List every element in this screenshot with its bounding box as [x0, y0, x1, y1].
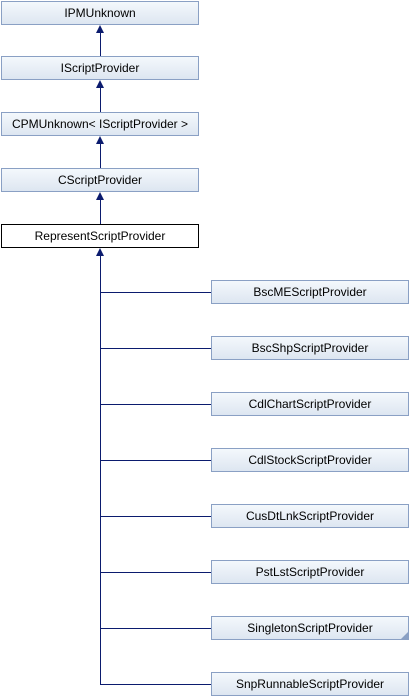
node-label: CusDtLnkScriptProvider [245, 509, 375, 523]
node-label: BscMEScriptProvider [253, 285, 367, 299]
inheritance-arrow-icon [96, 25, 104, 33]
node-cscriptprovider[interactable]: CScriptProvider [1, 168, 199, 192]
node-label: BscShpScriptProvider [251, 341, 369, 355]
node-label: SnpRunnableScriptProvider [235, 677, 385, 691]
node-representscriptprovider-current: RepresentScriptProvider [1, 224, 199, 248]
node-label: IPMUnknown [64, 6, 136, 20]
node-label: RepresentScriptProvider [34, 229, 166, 243]
node-label: CdlChartScriptProvider [248, 397, 372, 411]
node-label: CdlStockScriptProvider [248, 453, 372, 467]
node-iscriptprovider[interactable]: IScriptProvider [1, 56, 199, 80]
node-cusdtlnkscriptprovider[interactable]: CusDtLnkScriptProvider [211, 504, 409, 528]
node-pstlstscriptprovider[interactable]: PstLstScriptProvider [211, 560, 409, 584]
node-label: CScriptProvider [57, 173, 143, 187]
node-label: PstLstScriptProvider [255, 565, 365, 579]
node-label: CPMUnknown< IScriptProvider > [11, 117, 189, 131]
inheritance-arrow-icon [96, 192, 104, 200]
inheritance-arrow-icon [96, 136, 104, 144]
node-singletonscriptprovider[interactable]: SingletonScriptProvider [211, 616, 409, 640]
node-cpmunknown-iscriptprovider[interactable]: CPMUnknown< IScriptProvider > [1, 112, 199, 136]
node-bscmescriptprovider[interactable]: BscMEScriptProvider [211, 280, 409, 304]
node-ipmunknown[interactable]: IPMUnknown [1, 1, 199, 25]
node-label: SingletonScriptProvider [247, 621, 373, 635]
node-label: IScriptProvider [60, 61, 140, 75]
node-snprunnablescriptprovider[interactable]: SnpRunnableScriptProvider [211, 672, 409, 696]
node-cdlchartscriptprovider[interactable]: CdlChartScriptProvider [211, 392, 409, 416]
inheritance-arrow-icon [96, 80, 104, 88]
inheritance-arrow-icon [96, 248, 104, 256]
node-bscshpscriptprovider[interactable]: BscShpScriptProvider [211, 336, 409, 360]
node-cdlstockscriptprovider[interactable]: CdlStockScriptProvider [211, 448, 409, 472]
more-subclasses-fold-icon [401, 632, 408, 639]
